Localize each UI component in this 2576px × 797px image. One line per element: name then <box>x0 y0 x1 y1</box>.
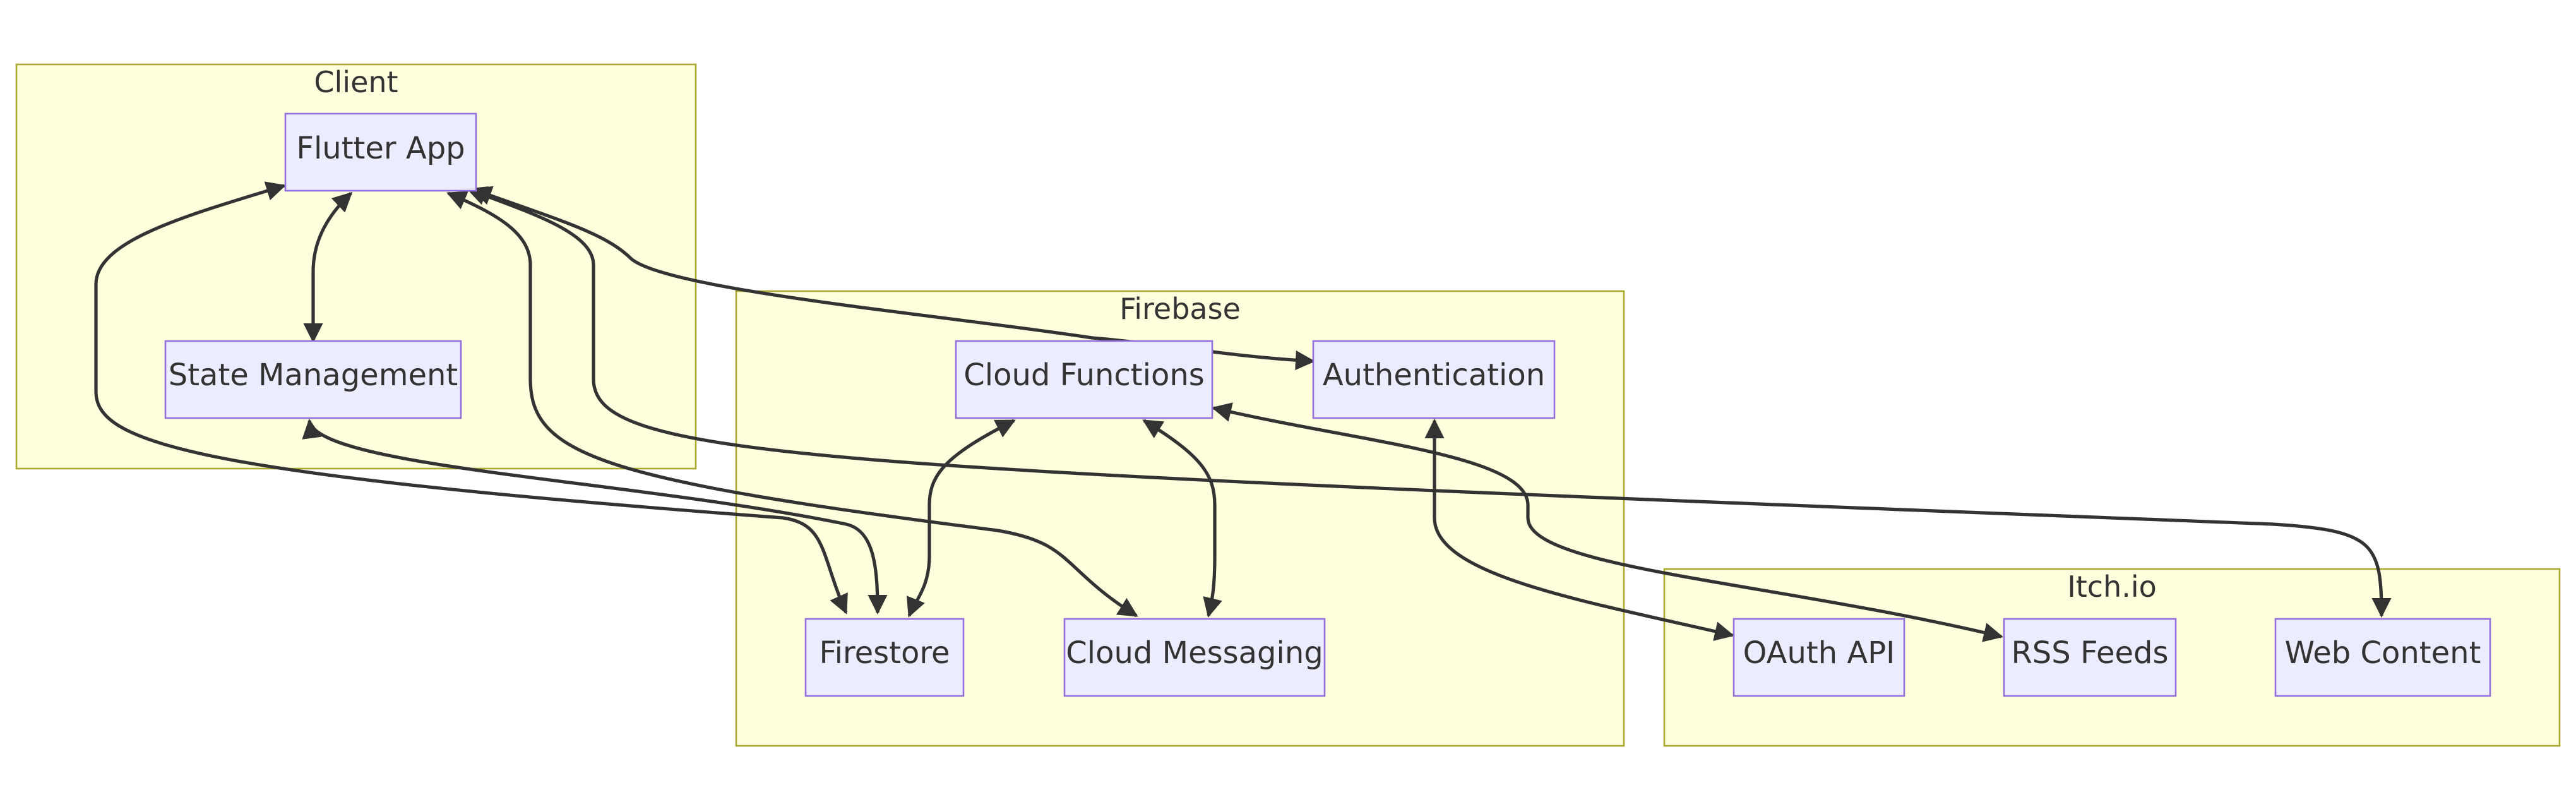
node-cloud-messaging[interactable]: Cloud Messaging <box>1063 618 1326 697</box>
node-oauth-api-label: OAuth API <box>1743 635 1895 671</box>
node-rss-feeds-label: RSS Feeds <box>2011 635 2168 671</box>
node-flutter-app[interactable]: Flutter App <box>284 112 477 192</box>
node-firestore[interactable]: Firestore <box>804 618 965 697</box>
node-authentication[interactable]: Authentication <box>1312 340 1556 419</box>
node-cloud-functions[interactable]: Cloud Functions <box>955 340 1213 419</box>
itchio-cluster-label: Itch.io <box>2067 570 2157 604</box>
node-rss-feeds[interactable]: RSS Feeds <box>2003 618 2177 697</box>
edge-cloud-functions-firestore <box>906 419 1016 618</box>
node-state-management-label: State Management <box>169 357 458 393</box>
node-web-content-label: Web Content <box>2285 635 2481 671</box>
node-authentication-label: Authentication <box>1323 357 1545 393</box>
edge-authentication-oauth-api <box>1424 418 1735 641</box>
node-web-content[interactable]: Web Content <box>2274 618 2491 697</box>
node-cloud-functions-label: Cloud Functions <box>963 357 1205 393</box>
node-cloud-messaging-label: Cloud Messaging <box>1066 635 1323 671</box>
node-state-management[interactable]: State Management <box>164 340 462 419</box>
firebase-cluster-label: Firebase <box>1119 292 1241 326</box>
client-cluster-label: Client <box>314 65 398 99</box>
node-firestore-label: Firestore <box>819 635 950 671</box>
node-oauth-api[interactable]: OAuth API <box>1732 618 1905 697</box>
edges <box>94 181 2392 642</box>
node-flutter-app-label: Flutter App <box>296 131 465 166</box>
